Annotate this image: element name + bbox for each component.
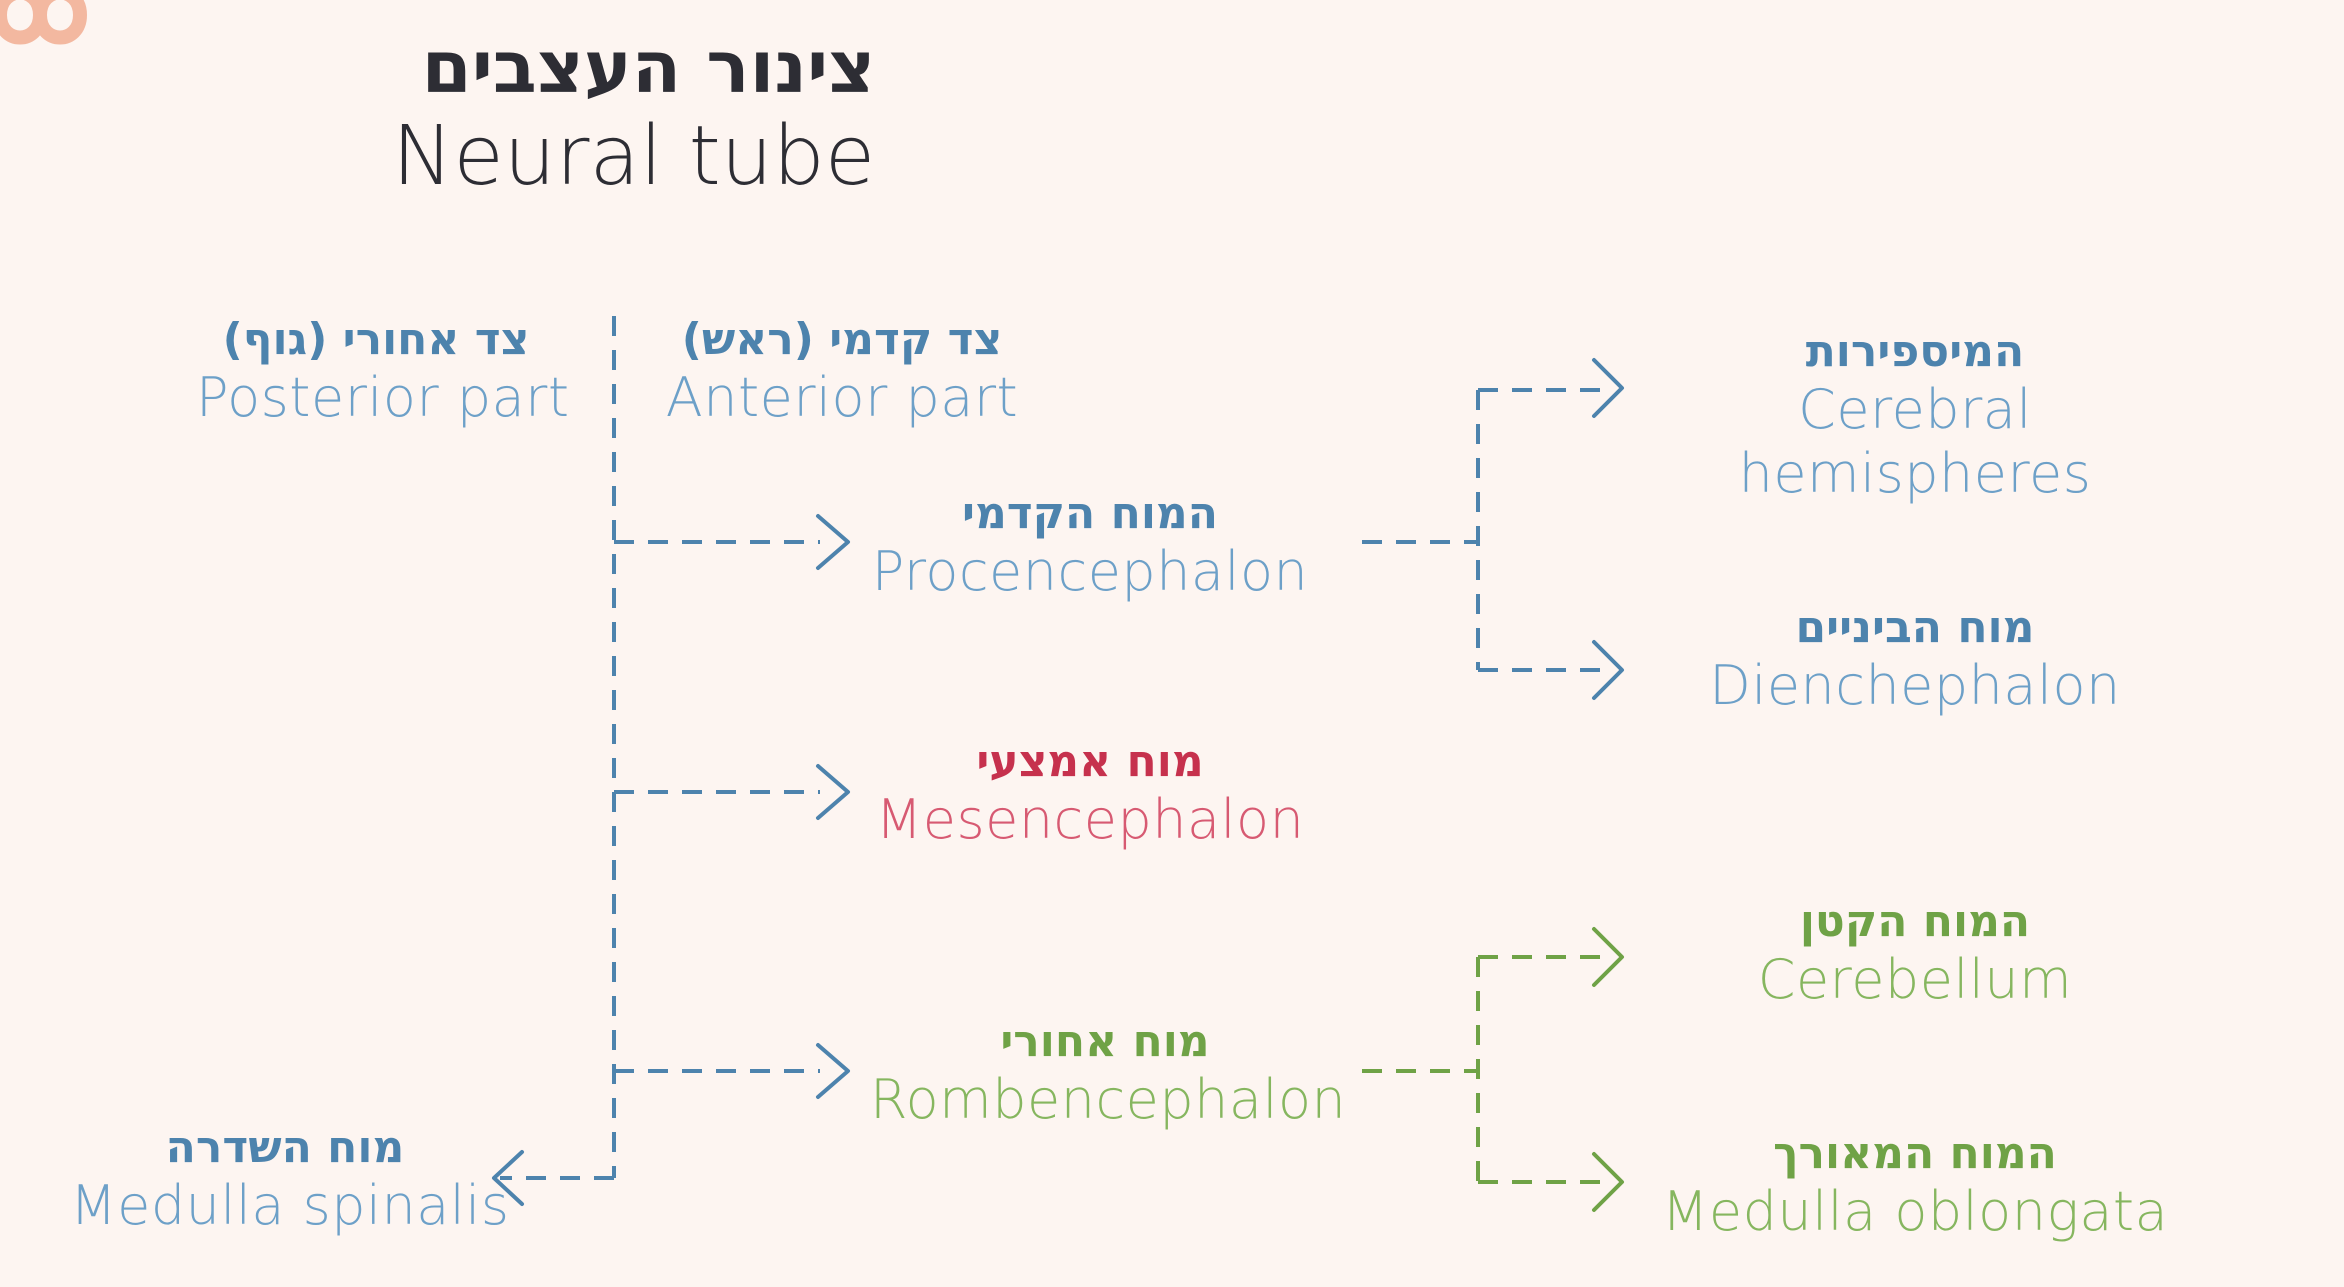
node-diencephalon-en: Dienchephalon [1709, 653, 2121, 717]
node-mesencephalon-en: Mesencephalon [875, 787, 1305, 851]
title-hebrew: צינור העצבים [421, 25, 876, 109]
node-anterior-part: צד קדמי (ראש) Anterior part [662, 314, 1022, 430]
node-medulla-spinalis-en: Medulla spinalis [70, 1173, 510, 1237]
arrow-diencephalon-icon [1592, 640, 1624, 700]
node-cerebral-hemispheres: המיספירות Cerebral hemispheres [1680, 326, 2150, 505]
node-cerebellum: המוח הקטן Cerebellum [1680, 896, 2150, 1012]
title-english: Neural tube [392, 109, 876, 205]
node-anterior-part-he: צד קדמי (ראש) [681, 314, 1003, 365]
node-procencephalon-he: המוח הקדמי [961, 488, 1218, 539]
node-cerebellum-he: המוח הקטן [1799, 896, 2031, 947]
arrow-cerebellum-icon [1592, 927, 1624, 987]
node-diencephalon-he: מוח הביניים [1795, 602, 2035, 653]
node-cerebral-hemispheres-en1: Cerebral [1798, 377, 2032, 441]
node-medulla-oblongata-en: Medulla oblongata [1661, 1179, 2169, 1243]
node-rombencephalon-en: Rombencephalon [870, 1067, 1347, 1131]
node-medulla-oblongata-he: המוח המאורך [1773, 1128, 2057, 1179]
node-mesencephalon: מוח אמצעי Mesencephalon [870, 736, 1310, 852]
node-anterior-part-en: Anterior part [665, 365, 1019, 429]
page-title: צינור העצבים Neural tube [392, 24, 875, 205]
arrow-medulla-oblongata-icon [1592, 1152, 1624, 1212]
logo-icon [0, 0, 88, 45]
node-rombencephalon-he: מוח אחורי [1000, 1016, 1210, 1067]
node-mesencephalon-he: מוח אמצעי [976, 736, 1204, 787]
node-cerebral-hemispheres-he: המיספירות [1805, 326, 2025, 377]
arrow-cerebral-icon [1592, 358, 1624, 418]
node-procencephalon-en: Procencephalon [871, 539, 1309, 603]
node-rombencephalon: מוח אחורי Rombencephalon [870, 1016, 1347, 1132]
node-medulla-oblongata: המוח המאורך Medulla oblongata [1655, 1128, 2175, 1244]
node-posterior-part: צד אחורי (גוף) Posterior part [196, 314, 570, 430]
arrow-procencephalon-icon [816, 514, 850, 570]
arrow-mesencephalon-icon [816, 764, 850, 820]
node-posterior-part-he: צד אחורי (גוף) [222, 314, 530, 365]
node-medulla-spinalis-he: מוח השדרה [165, 1122, 405, 1173]
arrow-rombencephalon-icon [816, 1043, 850, 1099]
arrow-medulla-spinalis-icon [492, 1150, 524, 1206]
node-posterior-part-en: Posterior part [196, 365, 570, 429]
node-diencephalon: מוח הביניים Dienchephalon [1680, 602, 2150, 718]
node-cerebellum-en: Cerebellum [1757, 947, 2073, 1011]
node-cerebral-hemispheres-en2: hemispheres [1738, 441, 2092, 505]
node-procencephalon: המוח הקדמי Procencephalon [870, 488, 1310, 604]
node-medulla-spinalis: מוח השדרה Medulla spinalis [70, 1122, 510, 1238]
